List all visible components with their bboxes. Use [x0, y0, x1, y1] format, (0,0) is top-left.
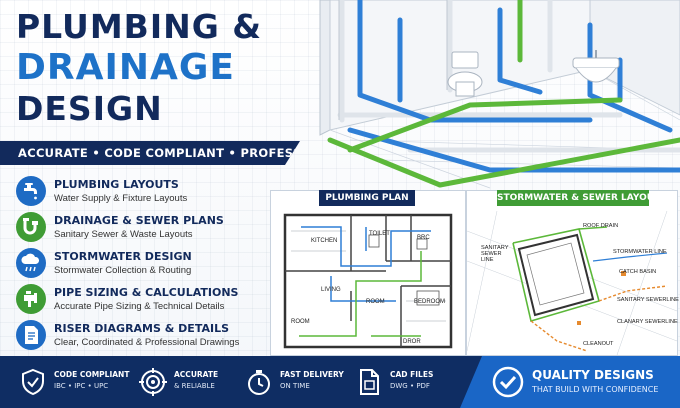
room-label: ROOM [366, 299, 385, 305]
service-plumbing-layouts: PLUMBING LAYOUTS Water Supply & Fixture … [16, 176, 266, 210]
room-label: ROOM [291, 319, 310, 325]
quality-banner: QUALITY DESIGNS THAT BUILD WITH CONFIDEN… [460, 356, 680, 408]
quality-subtitle: THAT BUILD WITH CONFIDENCE [532, 385, 659, 394]
room-label: TOILET [369, 231, 390, 237]
service-title: PLUMBING LAYOUTS [54, 178, 179, 191]
site-plan-drawing [467, 210, 677, 355]
plumbing-plan-panel: PLUMBING PLAN KITCHEN TOILET BRC LIVING … [270, 190, 466, 356]
service-title: DRAINAGE & SEWER PLANS [54, 214, 224, 227]
feature-subtitle: DWG • PDF [390, 382, 430, 390]
site-label: SANITARY SEWERLINE [617, 297, 679, 303]
room-label: BEDROOM [414, 299, 446, 305]
pipe-illustration [319, 0, 680, 189]
service-pipe-sizing: PIPE SIZING & CALCULATIONS Accurate Pipe… [16, 284, 266, 318]
service-subtitle: Sanitary Sewer & Waste Layouts [54, 229, 193, 240]
feature-title: ACCURATE [174, 370, 219, 379]
headline-line-3: DESIGN [16, 89, 163, 128]
headline-line-1: PLUMBING & [16, 7, 263, 46]
tagline: ACCURATE • CODE COMPLIANT • PROFESSIONAL [18, 146, 343, 160]
site-label: CATCH BASIN [619, 269, 657, 275]
service-subtitle: Stormwater Collection & Routing [54, 265, 192, 276]
feature-subtitle: ON TIME [280, 382, 310, 390]
target-icon [139, 368, 167, 396]
site-label: SANITARY SEWER LINE [481, 245, 509, 263]
room-label: LIVING [321, 287, 341, 293]
site-label: STORMWATER LINE [613, 249, 667, 255]
cad-file-icon [360, 369, 379, 395]
toilet-fixture [447, 51, 483, 97]
shield-check-icon [22, 368, 44, 396]
site-label: ROOF DRAIN [583, 223, 619, 229]
feature-title: FAST DELIVERY [280, 370, 344, 379]
service-title: RISER DIAGRAMS & DETAILS [54, 322, 230, 335]
feature-subtitle: IBC • IPC • UPC [54, 382, 109, 390]
plumbing-plan-tag: PLUMBING PLAN [319, 190, 415, 206]
rain-cloud-icon [16, 248, 46, 278]
stormwater-layout-panel: STORMWATER & SEWER LAYOUT ROOF DRAIN SAN… [466, 190, 679, 356]
headline-line-2: DRAINAGE [16, 47, 235, 88]
site-label: CLEANOUT [583, 341, 614, 347]
room-label: BRC [417, 235, 430, 241]
stopwatch-icon [248, 370, 270, 395]
quality-title: QUALITY DESIGNS [532, 368, 654, 382]
feature-title: CODE COMPLIANT [54, 370, 130, 379]
feature-title: CAD FILES [390, 370, 434, 379]
feature-subtitle: & RELIABLE [174, 382, 215, 390]
stormwater-layout-tag: STORMWATER & SEWER LAYOUT [497, 190, 660, 206]
service-subtitle: Water Supply & Fixture Layouts [54, 193, 188, 204]
service-title: STORMWATER DESIGN [54, 250, 192, 263]
check-circle-icon [492, 366, 524, 398]
pipe-wrench-icon [16, 284, 46, 314]
service-drainage-sewer: DRAINAGE & SEWER PLANS Sanitary Sewer & … [16, 212, 266, 246]
service-subtitle: Clear, Coordinated & Professional Drawin… [54, 337, 240, 348]
tagline-ribbon: ACCURATE • CODE COMPLIANT • PROFESSIONAL [0, 141, 300, 165]
faucet-icon [16, 176, 46, 206]
service-stormwater: STORMWATER DESIGN Stormwater Collection … [16, 248, 266, 282]
service-riser-diagrams: RISER DIAGRAMS & DETAILS Clear, Coordina… [16, 320, 266, 354]
document-icon [16, 320, 46, 350]
drain-pipe-icon [16, 212, 46, 242]
sink-fixture [572, 50, 620, 83]
room-label: DROR [403, 339, 421, 345]
room-label: KITCHEN [311, 238, 338, 244]
service-subtitle: Accurate Pipe Sizing & Technical Details [54, 301, 225, 312]
floor-plan-drawing [283, 213, 453, 349]
service-title: PIPE SIZING & CALCULATIONS [54, 286, 239, 299]
site-label: CLANARY SEWERLINE [617, 319, 678, 325]
